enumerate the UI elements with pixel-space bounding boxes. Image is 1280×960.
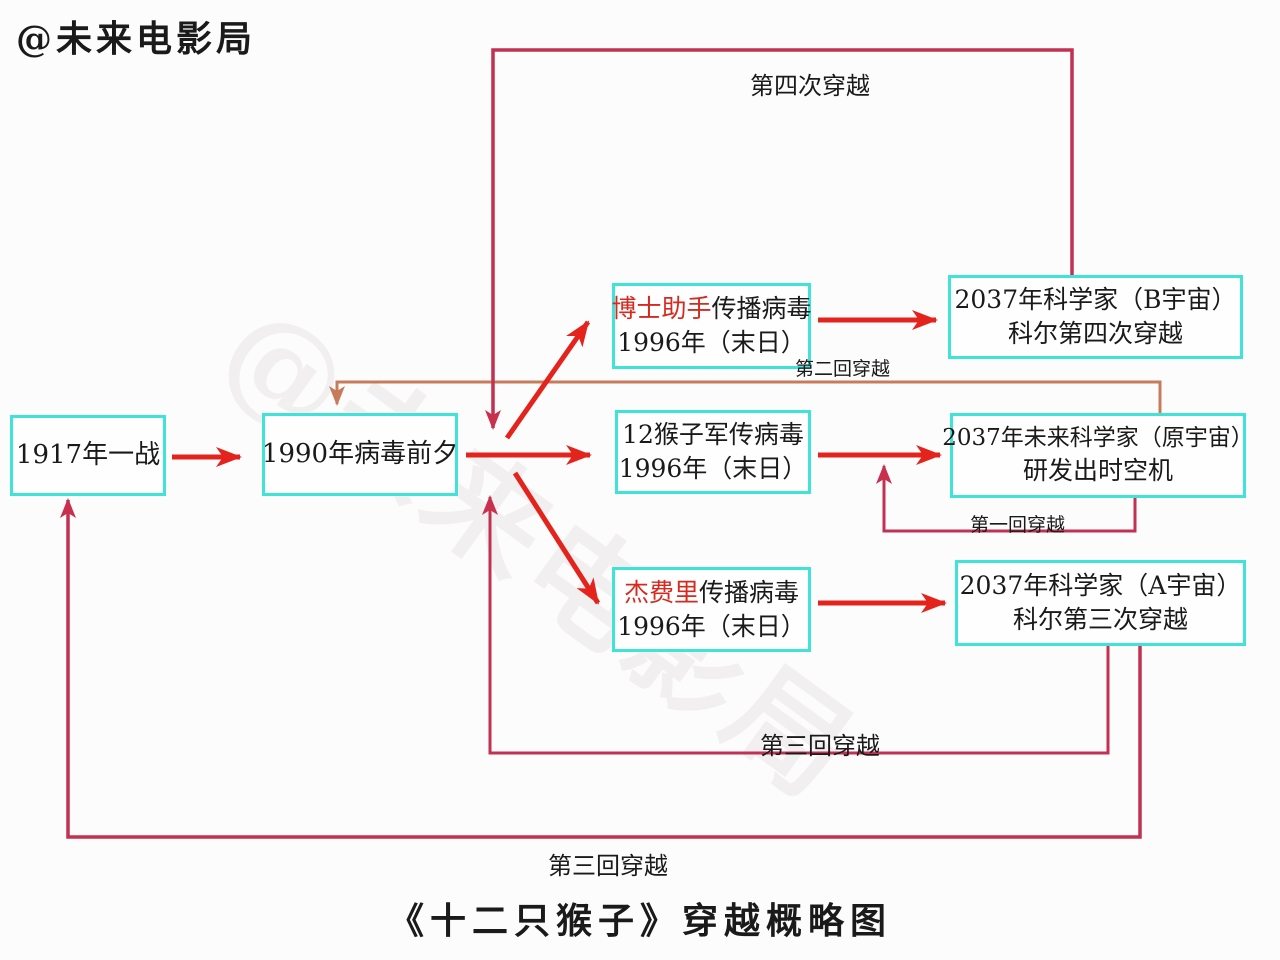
node-sci-a-line2: 科尔第三次穿越	[1012, 605, 1188, 634]
node-assistant-line2: 1996年（末日）	[617, 328, 806, 357]
diagram-title: 《十二只猴子》穿越概略图	[387, 900, 892, 942]
node-1917-ww1: 1917年一战	[10, 415, 166, 496]
node-12-monkeys-line2: 1996年（末日）	[618, 454, 808, 483]
node-jeffrey-line2: 1996年（末日）	[617, 611, 806, 641]
node-sci-b-line2: 科尔第四次穿越	[1007, 319, 1183, 348]
node-2037-scientist-b: 2037年科学家（B宇宙） 科尔第四次穿越	[948, 275, 1243, 359]
node-1990-virus-eve-label: 1990年病毒前夕	[261, 438, 459, 469]
node-assistant-spreads-virus: 博士助手传播病毒 1996年（末日）	[611, 283, 812, 369]
node-sci-a-line1: 2037年科学家（A宇宙）	[959, 571, 1242, 601]
node-assistant-line1: 博士助手传播病毒	[611, 292, 811, 326]
node-assistant-rest: 传播病毒	[711, 294, 812, 324]
node-2037-future-scientist-orig: 2037年未来科学家（原宇宙） 研发出时空机	[942, 413, 1254, 498]
edge-1990-to-jeffrey	[512, 471, 601, 605]
node-jeffrey-highlight: 杰费里	[623, 577, 699, 607]
node-12-monkeys-army: 12猴子军传病毒 1996年（末日）	[615, 410, 811, 494]
node-1990-virus-eve: 1990年病毒前夕	[262, 413, 458, 496]
node-sci-orig-line2: 研发出时空机	[1022, 456, 1173, 486]
node-2037-scientist-a: 2037年科学家（A宇宙） 科尔第三次穿越	[955, 560, 1246, 646]
node-12-monkeys-line1: 12猴子军传病毒	[622, 420, 804, 450]
node-sci-orig-line1: 2037年未来科学家（原宇宙）	[942, 425, 1254, 452]
edge-second-crossing	[329, 380, 1162, 413]
label-third-crossing-inner: 第三回穿越	[760, 732, 880, 760]
label-third-crossing-outer: 第三回穿越	[548, 852, 668, 880]
node-sci-b-line1: 2037年科学家（B宇宙）	[954, 285, 1237, 315]
node-jeffrey-spreads-virus: 杰费里传播病毒 1996年（末日）	[612, 567, 811, 652]
edge-fourth-crossing	[485, 48, 1074, 430]
edge-first-crossing	[876, 464, 1137, 533]
node-jeffrey-line1: 杰费里传播病毒	[624, 576, 799, 610]
edge-third-crossing-outer	[60, 498, 1142, 839]
label-fourth-crossing: 第四次穿越	[750, 72, 870, 100]
edge-third-crossing-inner	[482, 495, 1110, 755]
label-first-crossing: 第一回穿越	[969, 514, 1065, 536]
node-1917-ww1-label: 1917年一战	[15, 439, 161, 470]
edge-1990-to-assistant	[504, 320, 591, 440]
author-watermark: @未来电影局	[16, 18, 257, 60]
node-assistant-highlight: 博士助手	[611, 294, 712, 324]
label-second-crossing: 第二回穿越	[794, 358, 890, 380]
node-jeffrey-rest: 传播病毒	[699, 577, 800, 607]
